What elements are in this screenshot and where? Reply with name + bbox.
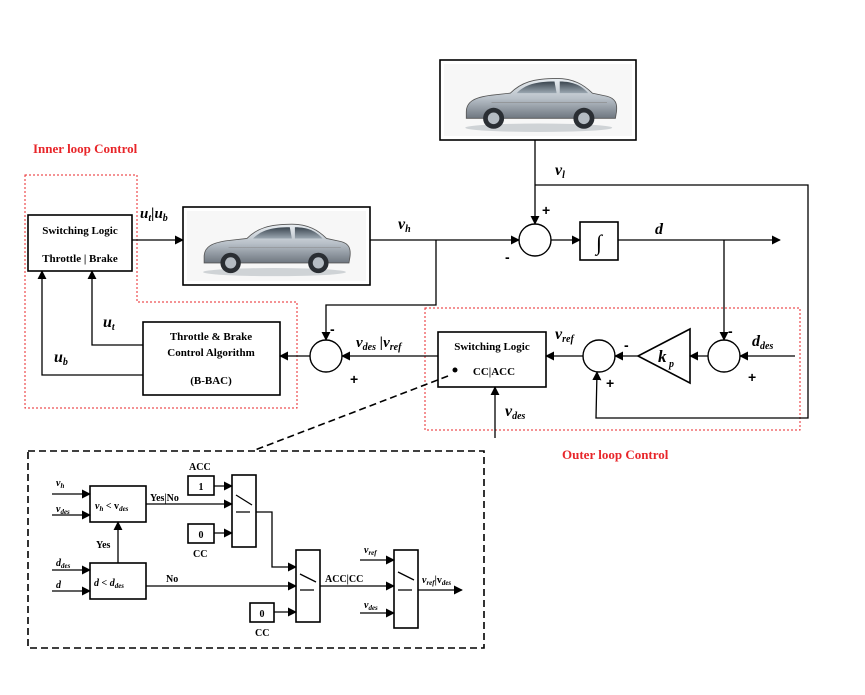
svg-text:-: - bbox=[330, 321, 335, 337]
svg-text:Throttle | Brake: Throttle | Brake bbox=[42, 253, 118, 265]
throttle-brake-control-algorithm: Throttle & Brake Control Algorithm (B-BA… bbox=[142, 321, 281, 396]
svg-text:vdes: vdes bbox=[56, 504, 70, 516]
svg-text:k: k bbox=[658, 347, 667, 366]
svg-text:-: - bbox=[728, 323, 733, 339]
inner-loop-region bbox=[24, 174, 298, 409]
svg-text:d: d bbox=[56, 580, 62, 591]
svg-text:Control Algorithm: Control Algorithm bbox=[167, 347, 255, 359]
svg-text:CC: CC bbox=[255, 628, 269, 639]
svg-text:vdes: vdes bbox=[364, 600, 378, 612]
sum-junction-vref bbox=[582, 339, 616, 373]
signal-wires bbox=[37, 140, 809, 438]
svg-text:ut: ut bbox=[103, 314, 116, 333]
signal-labels: ut|ub vh vl d ddes vref vdes |vref vdes … bbox=[54, 162, 773, 422]
svg-text:CC|ACC: CC|ACC bbox=[473, 366, 515, 378]
svg-text:-: - bbox=[624, 337, 629, 353]
svg-text:+: + bbox=[748, 369, 756, 385]
svg-text:∫: ∫ bbox=[594, 230, 604, 256]
svg-text:ddes: ddes bbox=[56, 558, 71, 570]
inner-loop-title: Inner loop Control bbox=[33, 141, 138, 156]
switching-logic-cc-acc: Switching Logic CC|ACC bbox=[437, 331, 547, 388]
svg-text:CC: CC bbox=[193, 549, 207, 560]
svg-text:vh < vdes: vh < vdes bbox=[95, 501, 129, 513]
svg-text:Yes: Yes bbox=[96, 540, 111, 551]
svg-text:ub: ub bbox=[54, 349, 68, 368]
svg-text:vh: vh bbox=[56, 478, 64, 490]
svg-text:ut|ub: ut|ub bbox=[140, 206, 168, 224]
switching-logic-detail-box bbox=[27, 450, 485, 649]
sum-junction-velocity-error bbox=[309, 339, 343, 373]
svg-text:p: p bbox=[668, 359, 674, 370]
svg-text:vref: vref bbox=[364, 545, 377, 557]
svg-text:vdes: vdes bbox=[505, 403, 526, 422]
svg-text:(B-BAC): (B-BAC) bbox=[190, 375, 232, 387]
svg-text:0: 0 bbox=[260, 609, 265, 620]
svg-text:+: + bbox=[606, 375, 614, 391]
host-vehicle-image bbox=[182, 206, 371, 286]
svg-text:No: No bbox=[166, 574, 178, 585]
outer-loop-region bbox=[424, 307, 801, 431]
sum-junction-distance-error bbox=[707, 339, 741, 373]
svg-text:ddes: ddes bbox=[752, 333, 773, 352]
svg-text:Switching Logic: Switching Logic bbox=[454, 341, 530, 353]
svg-text:Switching Logic: Switching Logic bbox=[42, 225, 118, 237]
svg-text:-: - bbox=[505, 249, 510, 265]
lead-vehicle-image bbox=[439, 59, 637, 141]
svg-text:vl: vl bbox=[555, 162, 565, 181]
switching-logic-throttle-brake: Switching Logic Throttle | Brake bbox=[27, 214, 133, 272]
svg-text:d < ddes: d < ddes bbox=[94, 578, 124, 590]
svg-text:0: 0 bbox=[199, 530, 204, 541]
svg-text:vdes |vref: vdes |vref bbox=[356, 335, 403, 353]
svg-text:vh: vh bbox=[398, 216, 411, 235]
svg-text:vref|vdes: vref|vdes bbox=[422, 575, 451, 587]
svg-text:ACC: ACC bbox=[189, 462, 211, 473]
gain-kp-block: k p bbox=[636, 327, 691, 385]
svg-text:Yes|No: Yes|No bbox=[150, 493, 179, 504]
svg-text:+: + bbox=[542, 202, 550, 218]
sum-signs: + - - + - + - + bbox=[330, 202, 756, 391]
svg-text:+: + bbox=[350, 371, 358, 387]
svg-text:1: 1 bbox=[199, 482, 204, 493]
svg-text:vref: vref bbox=[555, 326, 575, 345]
svg-text:d: d bbox=[655, 221, 664, 238]
sum-junction-distance bbox=[518, 223, 552, 257]
switching-logic-detail: vh < vdes d < ddes vh vdes ddes d Yes 1 … bbox=[52, 462, 463, 639]
zoom-connector bbox=[254, 375, 449, 451]
svg-text:ACC|CC: ACC|CC bbox=[325, 574, 363, 585]
integrator-block: ∫ bbox=[579, 221, 619, 261]
outer-loop-title: Outer loop Control bbox=[562, 447, 669, 462]
svg-text:Throttle & Brake: Throttle & Brake bbox=[170, 331, 252, 343]
